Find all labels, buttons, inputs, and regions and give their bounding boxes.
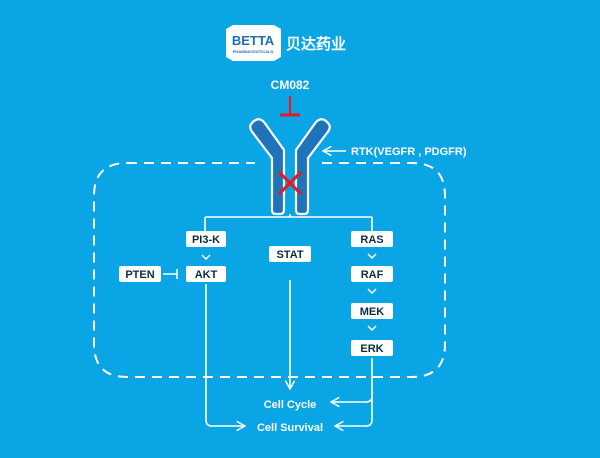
- node-pten: PTEN: [119, 266, 161, 282]
- receptor-left-arm: [249, 118, 286, 216]
- node-akt: AKT: [186, 266, 226, 282]
- erk-to-cycle-arrow: [332, 358, 373, 402]
- logo-sub: PHARMACEUTICALS: [233, 49, 274, 54]
- erk-to-survival-arrow: [336, 396, 373, 426]
- node-mek: MEK: [351, 303, 393, 319]
- svg-text:PI3-K: PI3-K: [192, 234, 220, 246]
- svg-text:ERK: ERK: [360, 343, 383, 355]
- akt-to-survival-arrow: [205, 284, 244, 426]
- cell-membrane: [93, 162, 446, 378]
- svg-text:RAF: RAF: [361, 269, 384, 281]
- node-ras: RAS: [351, 231, 393, 247]
- pten-inhibit-line: [163, 269, 178, 279]
- outcome-cell-survival: Cell Survival: [257, 422, 323, 434]
- chevron-down-icon: [367, 253, 377, 260]
- node-pi3k: PI3-K: [186, 231, 226, 247]
- chevron-down-icon: [367, 288, 377, 295]
- logo-brand: BETTA: [232, 33, 275, 48]
- receptor-label: RTK(VEGFR , PDGFR): [351, 146, 467, 158]
- block-x-icon: [278, 171, 302, 195]
- svg-text:AKT: AKT: [195, 269, 218, 281]
- receptor-right-arm: [294, 118, 331, 216]
- logo-chinese: 贝达药业: [286, 35, 346, 53]
- outcome-cell-cycle: Cell Cycle: [264, 399, 317, 411]
- logo-badge: [226, 25, 281, 61]
- branch-lines: [204, 214, 373, 231]
- svg-text:PTEN: PTEN: [125, 269, 154, 281]
- chevron-down-icon: [201, 254, 211, 261]
- node-raf: RAF: [351, 266, 393, 282]
- svg-text:MEK: MEK: [360, 306, 385, 318]
- svg-text:STAT: STAT: [276, 249, 303, 261]
- drug-label: CM082: [271, 78, 310, 92]
- node-stat: STAT: [269, 246, 311, 262]
- betta-logo: BETTA PHARMACEUTICALS 贝达药业: [226, 25, 346, 61]
- receptor-shape: [249, 118, 331, 216]
- chevron-down-icon: [367, 325, 377, 332]
- svg-text:RAS: RAS: [360, 234, 383, 246]
- node-erk: ERK: [351, 340, 393, 356]
- drug-inhibition-mark: [280, 96, 300, 117]
